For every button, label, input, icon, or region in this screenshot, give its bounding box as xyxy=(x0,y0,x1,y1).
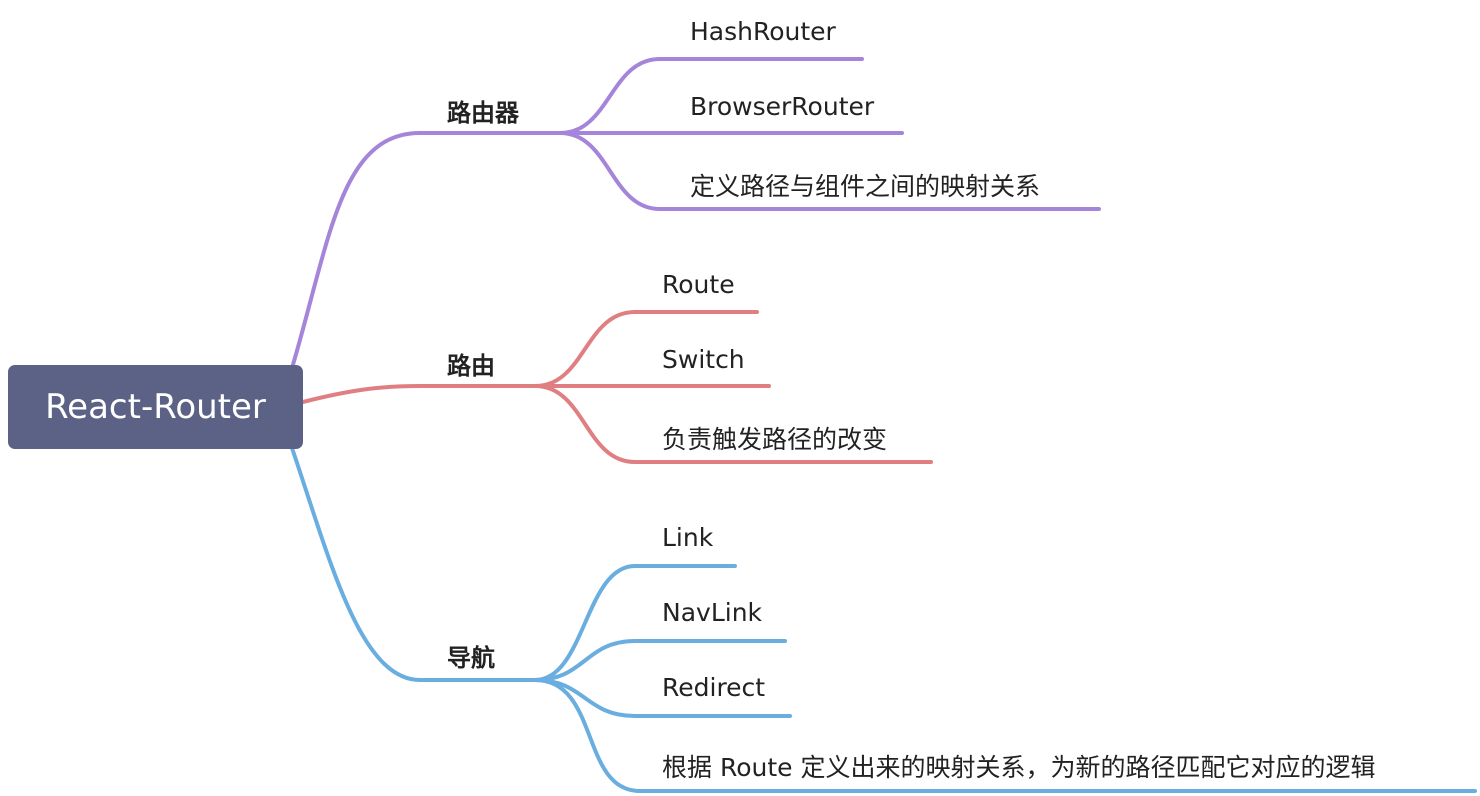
leaf-redirect[interactable]: Redirect xyxy=(662,673,766,702)
leaf-link[interactable]: Link xyxy=(662,523,714,552)
root-node-react-router[interactable]: React-Router xyxy=(8,365,303,449)
connector-navlink xyxy=(533,639,787,682)
leaf-browserrouter[interactable]: BrowserRouter xyxy=(690,92,875,121)
leaf-matching-logic[interactable]: 根据 Route 定义出来的映射关系，为新的路径匹配它对应的逻辑 xyxy=(662,753,1376,782)
branch-router[interactable]: 路由器 xyxy=(447,99,519,127)
connector-router-mapping xyxy=(558,131,1101,211)
branch-navigation[interactable]: 导航 xyxy=(447,644,495,672)
connector-root-navigation xyxy=(290,446,537,682)
leaf-route[interactable]: Route xyxy=(662,270,735,299)
connector-route xyxy=(533,310,759,388)
leaf-path-change[interactable]: 负责触发路径的改变 xyxy=(662,425,888,454)
connector-hashrouter xyxy=(558,57,864,135)
connector-matching-logic xyxy=(533,678,1477,793)
connector-root-route xyxy=(301,384,537,404)
connector-path-change xyxy=(533,384,933,464)
leaf-router-mapping[interactable]: 定义路径与组件之间的映射关系 xyxy=(690,172,1041,201)
leaf-hashrouter[interactable]: HashRouter xyxy=(690,17,836,46)
connector-root-router xyxy=(290,131,562,370)
branch-route[interactable]: 路由 xyxy=(447,352,495,380)
connector-link xyxy=(533,564,737,682)
leaf-switch[interactable]: Switch xyxy=(662,345,745,374)
leaf-navlink[interactable]: NavLink xyxy=(662,598,763,627)
